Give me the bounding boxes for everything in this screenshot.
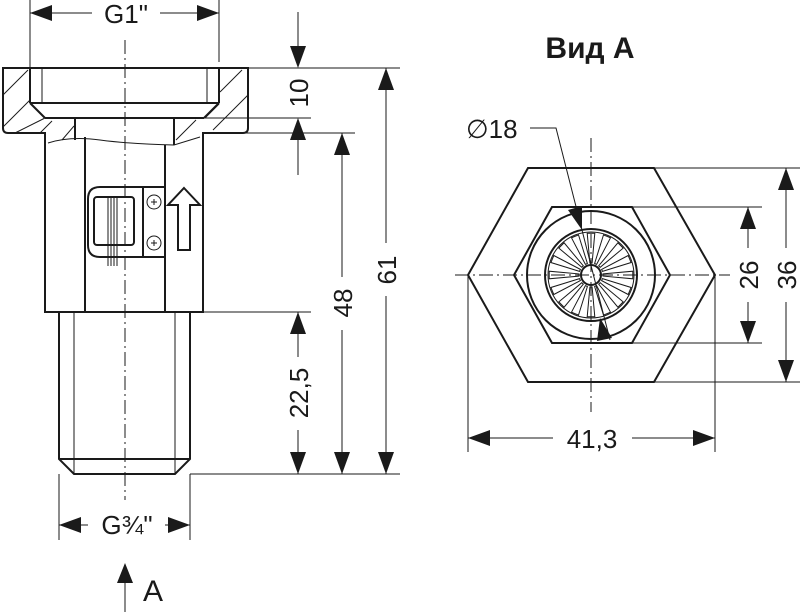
strainer-spoke <box>598 242 624 268</box>
arrowhead <box>30 5 52 21</box>
strainer-spoke <box>600 254 632 273</box>
nut-chamfer <box>203 102 220 119</box>
section-hatching <box>2 69 249 141</box>
flow-indicator <box>87 186 165 266</box>
dim-overall: 61 <box>372 256 402 285</box>
strainer-spoke <box>550 254 582 273</box>
strainer-spoke <box>598 282 624 308</box>
strainer-spoke <box>570 234 589 266</box>
arrowhead <box>378 68 394 90</box>
view-a-title: Вид А <box>545 32 634 65</box>
strainer-spokes <box>548 232 634 318</box>
arrowhead <box>568 206 582 230</box>
dim-outer-flats: 36 <box>772 261 800 290</box>
view-a: Вид А ∅18 26 36 <box>455 32 800 454</box>
arrowhead <box>740 321 756 343</box>
leader-line <box>530 127 611 341</box>
arrowhead <box>290 118 306 140</box>
arrowhead <box>290 312 306 334</box>
screw-icon <box>146 194 162 210</box>
arrowhead <box>468 430 490 446</box>
dim-body: 48 <box>328 289 358 318</box>
strainer-spoke <box>558 242 584 268</box>
side-view: G1" <box>2 0 402 612</box>
view-marker-label: A <box>143 575 163 608</box>
strainer-spoke <box>600 277 632 296</box>
dim-diameter: ∅18 <box>466 114 518 144</box>
screw-icon <box>146 235 162 251</box>
arrowhead <box>778 360 794 382</box>
flow-direction-arrow-icon <box>165 186 203 251</box>
arrowhead <box>378 452 394 474</box>
strainer-spoke <box>550 277 582 296</box>
strainer-spoke <box>570 284 589 316</box>
arrowhead <box>740 207 756 229</box>
strainer-spoke <box>558 282 584 308</box>
arrowhead <box>168 517 190 533</box>
break-line <box>47 136 201 146</box>
dim-nut-height: 10 <box>284 79 314 108</box>
arrowhead <box>693 430 715 446</box>
thread-top-label: G1" <box>104 0 148 29</box>
thread-bottom-label: G¾" <box>101 510 152 540</box>
arrowhead <box>597 318 612 341</box>
arrowhead <box>290 452 306 474</box>
dim-inner-flats: 26 <box>734 261 764 290</box>
dim-across-corners: 41,3 <box>567 424 618 454</box>
arrowhead <box>334 133 350 155</box>
arrowhead <box>290 46 306 68</box>
strainer-spoke <box>593 234 612 266</box>
dim-spigot: 22,5 <box>284 368 314 419</box>
arrowhead <box>778 168 794 190</box>
nut-chamfer <box>29 102 46 119</box>
arrowhead <box>59 517 81 533</box>
arrowhead <box>334 452 350 474</box>
arrowhead <box>197 5 219 21</box>
view-marker-arrow-icon <box>117 563 133 583</box>
